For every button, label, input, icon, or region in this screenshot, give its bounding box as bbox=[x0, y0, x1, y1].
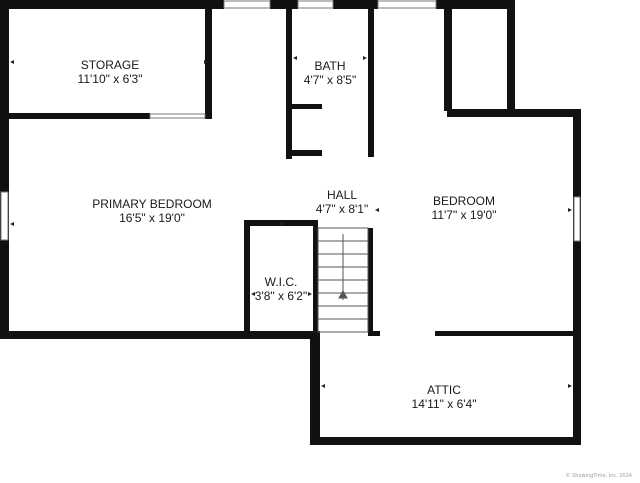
room-name: BATH bbox=[314, 59, 346, 73]
room-name: HALL bbox=[326, 188, 358, 202]
room-name: STORAGE bbox=[80, 58, 140, 72]
walls bbox=[0, 0, 581, 445]
windows bbox=[0, 0, 581, 242]
room-label-primary-bedroom: PRIMARY BEDROOM 16'5" x 19'0" bbox=[92, 197, 212, 225]
room-label-bath: BATH 4'7" x 8'5" bbox=[304, 59, 356, 87]
room-label-bedroom: BEDROOM 11'7" x 19'0" bbox=[432, 194, 497, 222]
room-dimensions: 3'8" x 6'2" bbox=[254, 289, 308, 303]
room-dimensions: 16'5" x 19'0" bbox=[119, 211, 185, 225]
room-name: BEDROOM bbox=[432, 194, 496, 208]
room-label-attic: ATTIC 14'11" x 6'4" bbox=[412, 383, 477, 411]
copyright-note: © ShowingTime, Inc. 2024 bbox=[565, 473, 632, 479]
room-dimensions: 4'7" x 8'5" bbox=[303, 73, 357, 87]
room-label-hall: HALL 4'7" x 8'1" bbox=[316, 188, 368, 216]
dimension-ticks bbox=[10, 56, 572, 388]
room-dimensions: 4'7" x 8'1" bbox=[315, 202, 369, 216]
room-label-storage: STORAGE 11'10" x 6'3" bbox=[78, 58, 143, 86]
room-dimensions: 11'7" x 19'0" bbox=[431, 208, 497, 222]
room-name: ATTIC bbox=[427, 383, 461, 397]
room-name: PRIMARY BEDROOM bbox=[92, 197, 212, 211]
room-dimensions: 11'10" x 6'3" bbox=[77, 72, 143, 86]
stairs bbox=[317, 227, 369, 333]
room-dimensions: 14'11" x 6'4" bbox=[411, 397, 477, 411]
room-name: W.I.C. bbox=[264, 275, 298, 289]
room-label-wic: W.I.C. 3'8" x 6'2" bbox=[255, 275, 307, 303]
